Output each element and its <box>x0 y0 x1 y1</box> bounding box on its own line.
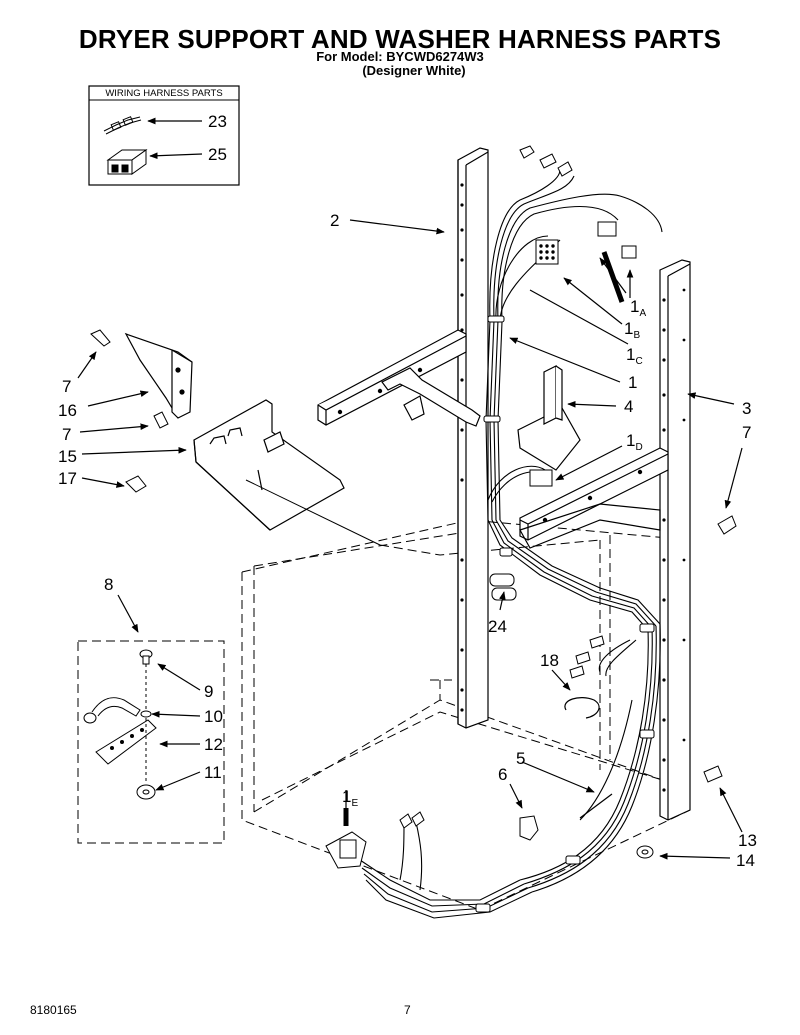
upper-cross-brace <box>317 329 481 427</box>
left-bracket-16 <box>124 332 193 419</box>
callout-25: 25 <box>208 145 227 164</box>
tie-strap-1a <box>601 251 625 303</box>
callout-7-right: 7 <box>742 423 751 442</box>
leader-arrows <box>77 219 743 860</box>
connector-icon <box>325 145 637 869</box>
callout-16: 16 <box>58 401 77 420</box>
model-line: For Model: BYCWD6274W3 <box>316 49 484 64</box>
callout-labels: 2 1A 1B 1C 1 4 1D 3 7 7 16 7 15 17 8 9 1… <box>58 211 757 870</box>
callout-12: 12 <box>204 735 223 754</box>
callout-23: 23 <box>208 112 227 131</box>
bracket-4 <box>517 365 581 471</box>
callout-1b: 1B <box>624 319 640 341</box>
terminal-icon <box>103 116 142 135</box>
callout-10: 10 <box>204 707 223 726</box>
connector-icon <box>106 149 148 175</box>
lower-cross-brace <box>519 447 669 549</box>
page-title: DRYER SUPPORT AND WASHER HARNESS PARTS <box>78 24 722 54</box>
harness-tie-icon <box>475 315 655 913</box>
leader-line <box>245 479 381 546</box>
wiring-harness-inset: WIRING HARNESS PARTS 23 25 <box>88 85 240 186</box>
callout-4: 4 <box>624 397 633 416</box>
inset-heading: WIRING HARNESS PARTS <box>105 88 222 99</box>
callout-3: 3 <box>742 399 751 418</box>
callout-9: 9 <box>204 682 213 701</box>
callout-15: 15 <box>58 447 77 466</box>
callout-1a: 1A <box>630 297 646 319</box>
callout-7-mid: 7 <box>62 425 71 444</box>
callout-8: 8 <box>104 575 113 594</box>
callout-18: 18 <box>540 651 559 670</box>
ground-wire-kit-box <box>77 640 225 844</box>
callout-1c: 1C <box>626 345 643 367</box>
left-upright-2 <box>457 147 489 729</box>
callout-1d: 1D <box>626 431 643 453</box>
hose-5 <box>579 793 613 819</box>
screw-icon <box>90 329 737 783</box>
callout-6: 6 <box>498 765 507 784</box>
variant-line: (Designer White) <box>362 63 466 78</box>
wire-harness <box>359 169 663 919</box>
callout-14: 14 <box>736 851 755 870</box>
callout-2: 2 <box>330 211 339 230</box>
right-upright-3 <box>659 259 691 821</box>
callout-1: 1 <box>628 373 637 392</box>
callout-1e: 1E <box>342 787 358 809</box>
wire-loop-18 <box>564 697 600 719</box>
page-number: 7 <box>404 1003 411 1017</box>
part-number: 8180165 <box>30 1003 77 1017</box>
callout-5: 5 <box>516 749 525 768</box>
left-bracket-15 <box>193 399 345 531</box>
callout-24: 24 <box>488 617 507 636</box>
callout-13: 13 <box>738 831 757 850</box>
washer-icon <box>636 845 654 859</box>
callout-7-top: 7 <box>62 377 71 396</box>
callout-17: 17 <box>58 469 77 488</box>
callout-11: 11 <box>204 763 222 782</box>
